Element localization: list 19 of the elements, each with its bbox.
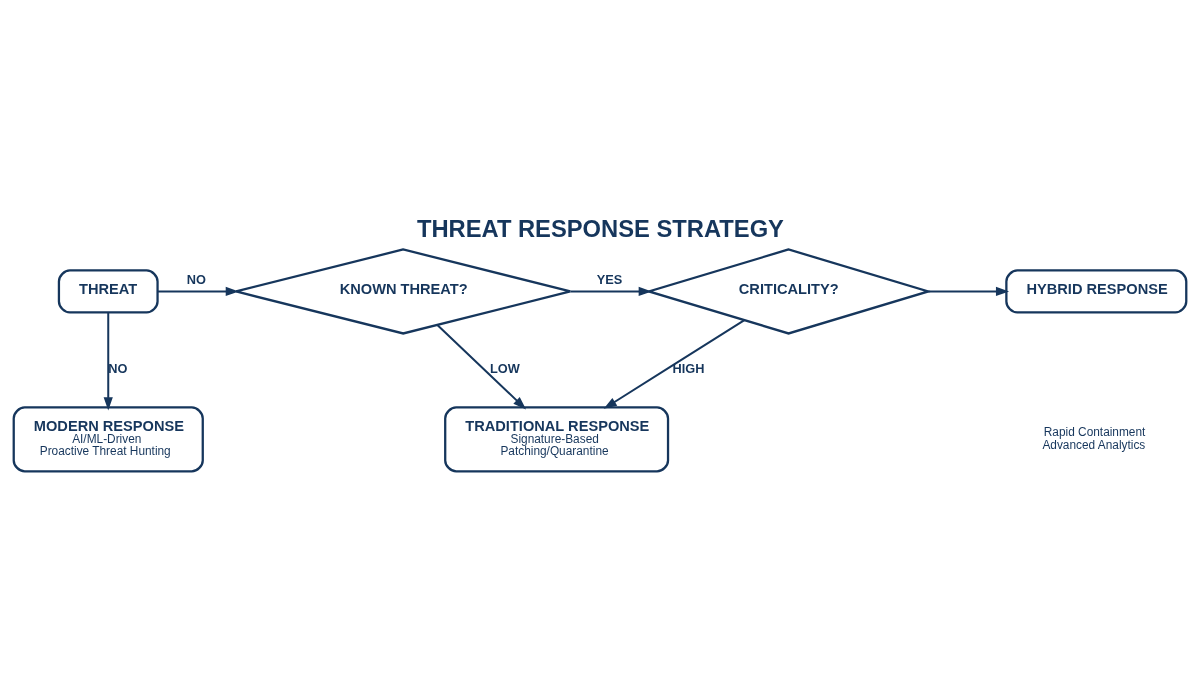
arrow bbox=[157, 286, 239, 296]
arrow bbox=[928, 286, 1010, 296]
arrow bbox=[570, 286, 652, 296]
edge-label: HIGH bbox=[672, 360, 705, 376]
node-label: Rapid Containment bbox=[1043, 424, 1146, 439]
edge-label: NO bbox=[186, 271, 206, 287]
node-box: MODERN RESPONSE AI/ML-Driven Proactive Threat Hunting bbox=[12, 405, 204, 472]
edge-label: NO bbox=[108, 360, 128, 376]
node-box: HYBRID RESPONSE bbox=[1005, 268, 1188, 314]
node-box: TRADITIONAL RESPONSE Signature-Based Patching/Quarantine bbox=[444, 405, 670, 472]
node-label: Advanced Analytics bbox=[1042, 437, 1146, 452]
node-diamond: KNOWN THREAT? bbox=[234, 247, 572, 335]
arrow bbox=[436, 323, 527, 409]
arrow bbox=[603, 318, 745, 409]
edge-label: LOW bbox=[489, 360, 520, 376]
node-box: THREAT bbox=[57, 268, 159, 314]
diagram-title: THREAT RESPONSE STRATEGY bbox=[416, 215, 784, 242]
arrow bbox=[103, 312, 113, 410]
edge-label: YES bbox=[596, 271, 623, 287]
